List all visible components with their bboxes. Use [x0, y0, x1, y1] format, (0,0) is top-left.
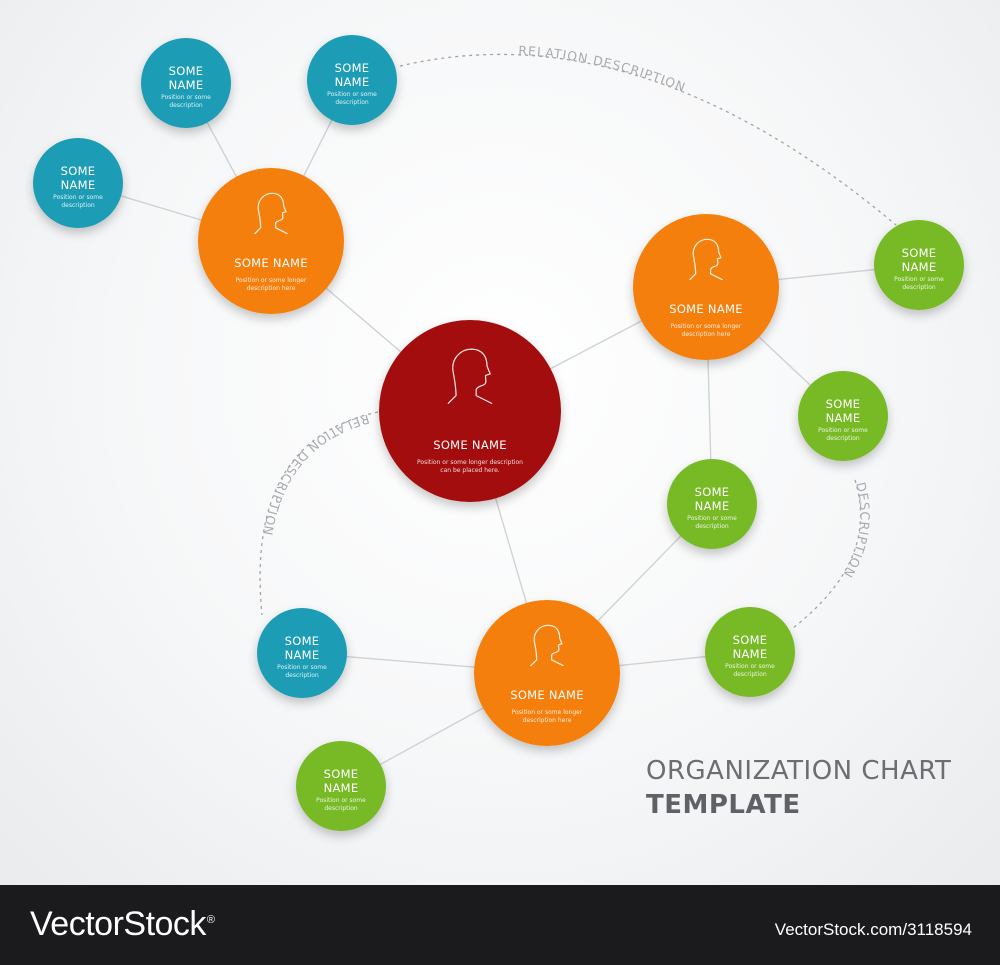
node-description: Position or some: [327, 91, 377, 98]
registered-mark: ®: [206, 913, 215, 926]
person-head-icon: [254, 192, 288, 235]
node-circle: [141, 38, 231, 128]
node-center[interactable]: SOME NAME Position or some longer descrip…: [379, 320, 561, 502]
arc-top-dashed-line: [399, 53, 897, 226]
node-name: SOME: [826, 397, 861, 411]
node-description: description here: [523, 717, 572, 724]
node-description: description: [902, 284, 936, 291]
node-name: NAME: [169, 78, 204, 92]
relation-dashed-arcs: [259, 53, 897, 629]
node-description: description: [826, 435, 860, 442]
node-name: NAME: [695, 499, 730, 513]
node-description: description: [324, 805, 358, 812]
relation-description-left: RELATION DESCRIPTION: [260, 411, 371, 537]
vectorstock-logo[interactable]: VectorStock®: [30, 905, 215, 944]
node-description: Position or some: [687, 515, 737, 522]
node-description: Position or some longer: [512, 709, 583, 716]
node-name: NAME: [902, 260, 937, 274]
node-circle: [198, 168, 344, 314]
node-description: description: [285, 672, 319, 679]
node-name: NAME: [733, 647, 768, 661]
node-circle: [798, 371, 888, 461]
node-description: Position or some: [53, 194, 103, 201]
person-head-icon: [447, 348, 493, 404]
node-description: Position or some: [818, 427, 868, 434]
node-name: SOME NAME: [433, 438, 507, 452]
node-top-left-hub[interactable]: SOME NAME Position or some longerdescript…: [198, 168, 344, 314]
node-circle: [705, 607, 795, 697]
node-circle: [633, 214, 779, 360]
person-head-icon: [530, 624, 564, 667]
node-right-hub[interactable]: SOME NAME Position or some longerdescript…: [633, 214, 779, 360]
node-bottom-hub[interactable]: SOME NAME Position or some longerdescript…: [474, 600, 620, 746]
node-description: Position or some: [894, 276, 944, 283]
node-circle: [296, 741, 386, 831]
node-circle: [379, 320, 561, 502]
node-name: SOME: [335, 61, 370, 75]
node-name: SOME: [61, 164, 96, 178]
relation-description-top: RELATION DESCRIPTION: [518, 43, 688, 95]
arc-left-dashed-line: [259, 411, 379, 616]
node-name: NAME: [324, 781, 359, 795]
footer-bar: VectorStock® VectorStock.com/3118594: [0, 885, 1000, 965]
node-name: SOME: [902, 246, 937, 260]
node-description: Position or some: [316, 797, 366, 804]
node-description: description here: [682, 331, 731, 338]
node-name: SOME NAME: [234, 256, 308, 270]
node-name: SOME NAME: [510, 688, 584, 702]
node-description: description: [733, 671, 767, 678]
node-name: SOME: [285, 634, 320, 648]
node-description: description: [335, 99, 369, 106]
nodes-layer: SOME NAME Position or some longer descrip…: [33, 35, 964, 831]
node-circle: [307, 35, 397, 125]
node-circle: [257, 608, 347, 698]
node-description: Position or some longer description: [417, 459, 523, 466]
node-name: SOME: [324, 767, 359, 781]
node-circle: [874, 220, 964, 310]
node-name: SOME NAME: [669, 302, 743, 316]
node-description: description: [169, 102, 203, 109]
person-head-icon: [689, 238, 723, 281]
node-description: description here: [247, 285, 296, 292]
node-description: Position or some: [277, 664, 327, 671]
chart-subtitle: TEMPLATE: [646, 790, 801, 820]
node-name: SOME: [169, 64, 204, 78]
arc-right-dashed-line: [792, 479, 862, 629]
node-circle: [667, 459, 757, 549]
node-name: NAME: [285, 648, 320, 662]
node-description: can be placed here.: [440, 467, 499, 474]
org-chart-diagram: SOME NAME Position or some longer descrip…: [33, 35, 964, 831]
node-description: Position or some: [161, 94, 211, 101]
node-description: description: [695, 523, 729, 530]
diagram-canvas: SOME NAME Position or some longer descrip…: [0, 0, 1000, 885]
node-description: description: [61, 202, 95, 209]
node-description: Position or some longer: [671, 323, 742, 330]
node-circle: [474, 600, 620, 746]
node-name: SOME: [695, 485, 730, 499]
chart-title: ORGANIZATION CHART: [646, 756, 952, 786]
node-name: NAME: [61, 178, 96, 192]
node-circle: [33, 138, 123, 228]
node-name: NAME: [335, 75, 370, 89]
node-name: NAME: [826, 411, 861, 425]
node-description: Position or some: [725, 663, 775, 670]
relation-description-right: DESCRIPTION: [840, 481, 873, 581]
image-id: VectorStock.com/3118594: [774, 920, 972, 939]
brand-name: VectorStock: [30, 905, 206, 943]
node-description: Position or some longer: [236, 277, 307, 284]
node-name: SOME: [733, 633, 768, 647]
